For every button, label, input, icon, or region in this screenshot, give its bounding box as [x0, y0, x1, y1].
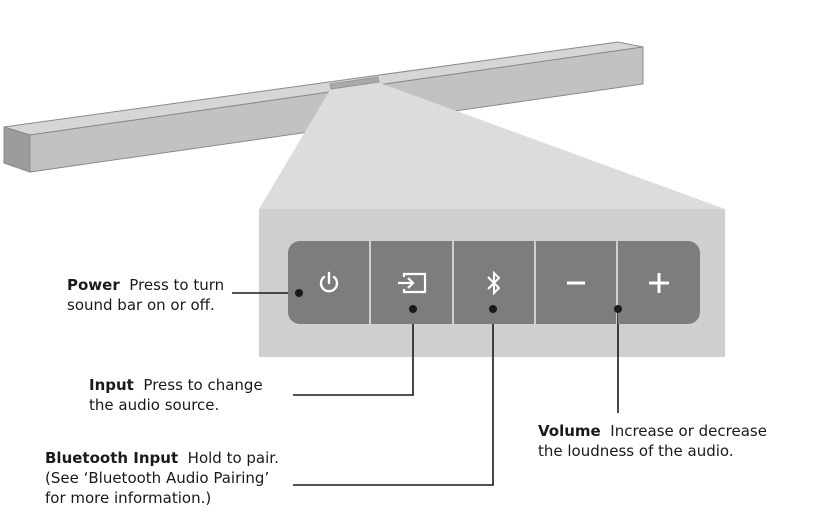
- minus-icon: [536, 241, 616, 324]
- bluetooth-label: Bluetooth Input Hold to pair. (See ‘Blue…: [45, 448, 279, 508]
- volume-down-button[interactable]: [536, 241, 616, 324]
- input-button[interactable]: [371, 241, 452, 324]
- power-line1: Press to turn: [129, 276, 225, 294]
- bluetooth-line1: Hold to pair.: [187, 449, 279, 467]
- bluetooth-leader: [293, 310, 494, 486]
- plus-icon: [618, 241, 700, 324]
- input-title: Input: [89, 376, 134, 394]
- power-icon: [288, 241, 369, 324]
- input-line1: Press to change: [143, 376, 263, 394]
- volume-up-button[interactable]: [618, 241, 700, 324]
- zoom-beam: [259, 83, 725, 209]
- bluetooth-line3: for more information.): [45, 489, 212, 507]
- bluetooth-icon: [454, 241, 534, 324]
- volume-line2: the loudness of the audio.: [538, 442, 734, 460]
- soundbar-control-strip: [329, 76, 380, 90]
- input-source-icon: [371, 241, 452, 324]
- bluetooth-line2: (See ‘Bluetooth Audio Pairing’: [45, 469, 270, 487]
- soundbar-end: [3, 126, 31, 173]
- volume-label: Volume Increase or decrease the loudness…: [538, 421, 767, 461]
- volume-line1: Increase or decrease: [610, 422, 767, 440]
- input-line2: the audio source.: [89, 396, 220, 414]
- input-label: Input Press to change the audio source.: [89, 375, 263, 415]
- power-line2: sound bar on or off.: [67, 296, 215, 314]
- power-button[interactable]: [288, 241, 369, 324]
- bluetooth-button[interactable]: [454, 241, 534, 324]
- input-leader: [293, 310, 414, 396]
- volume-title: Volume: [538, 422, 601, 440]
- bluetooth-title: Bluetooth Input: [45, 449, 179, 467]
- power-label: Power Press to turn sound bar on or off.: [67, 275, 224, 315]
- power-title: Power: [67, 276, 120, 294]
